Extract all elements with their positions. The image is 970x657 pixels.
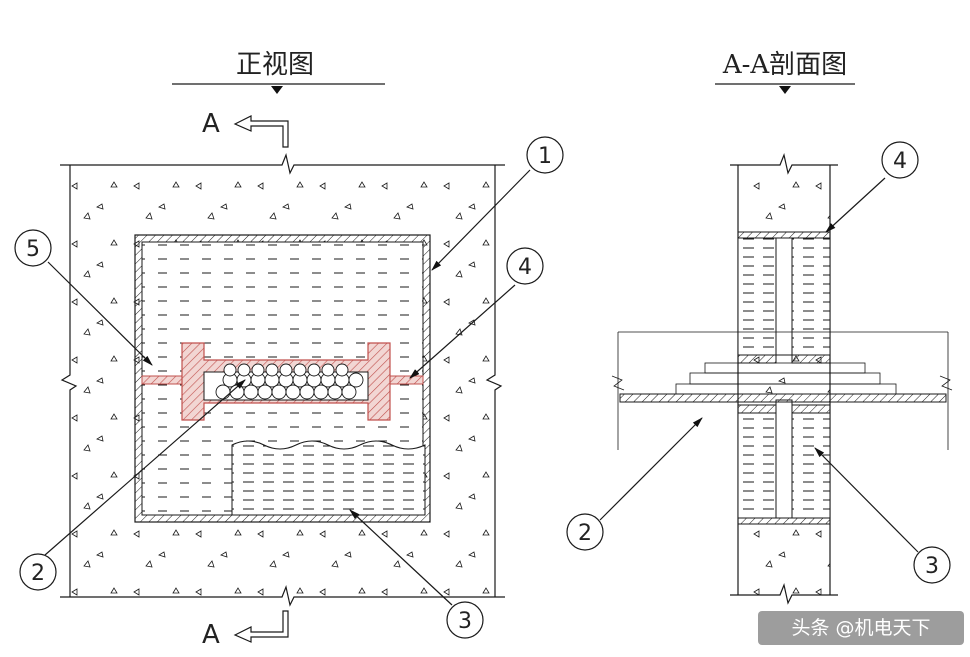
svg-text:2: 2: [578, 521, 592, 546]
section-arrow-bottom: [233, 610, 289, 643]
section-divider-upper: [775, 237, 793, 356]
svg-text:2: 2: [31, 561, 45, 586]
section-break-top: [730, 152, 838, 175]
section-divider-lower: [775, 399, 793, 519]
callout-1: 1: [526, 136, 564, 174]
dense-seal-pattern: [232, 441, 425, 515]
wall-break-bottom: [60, 584, 505, 607]
section-leader-4: [825, 177, 886, 233]
callout-2: 2: [19, 553, 57, 591]
leader-2: [44, 379, 246, 556]
cable-bundle: [215, 363, 364, 400]
section-callout-2: 2: [566, 513, 604, 551]
svg-text:3: 3: [925, 554, 939, 579]
watermark: 头条 @机电天下: [758, 611, 964, 645]
section-leader-2: [599, 417, 703, 521]
section-break-bottom: [730, 582, 838, 605]
wall-break-top: [60, 152, 505, 175]
section-title-marker: [779, 86, 791, 94]
section-arrow-top: [233, 115, 289, 148]
section-callout-4: 4: [881, 141, 919, 179]
callout-4: 4: [506, 247, 544, 285]
section-leader-3: [814, 447, 919, 553]
callout-3: 3: [446, 601, 484, 639]
svg-text:4: 4: [893, 149, 907, 174]
front-title-marker: [271, 86, 283, 94]
section-callout-3: 3: [913, 546, 951, 584]
tray-break-left: [611, 375, 625, 391]
section-cap-bottom: [737, 517, 831, 525]
leader-4: [409, 284, 516, 379]
svg-text:4: 4: [518, 255, 532, 280]
leader-1: [431, 169, 531, 271]
section-wall: [738, 165, 830, 595]
section-mark-bottom: A: [202, 620, 220, 650]
section-cap-top: [737, 231, 831, 239]
tray-outline: [618, 331, 949, 450]
wall-break-left: [60, 165, 78, 597]
section-mark-top: A: [202, 109, 220, 139]
svg-text:1: 1: [538, 144, 552, 169]
svg-text:5: 5: [26, 237, 40, 262]
leader-3: [349, 509, 453, 606]
front-view: 正视图 A A: [14, 50, 564, 650]
svg-text:3: 3: [458, 609, 472, 634]
callout-5: 5: [14, 229, 52, 267]
watermark-text: 头条 @机电天下: [791, 617, 930, 639]
section-view: A-A剖面图: [566, 50, 953, 605]
leader-5: [47, 261, 153, 366]
front-view-title: 正视图: [236, 50, 314, 80]
section-view-title: A-A剖面图: [722, 50, 847, 80]
tray-base: [619, 393, 947, 403]
tray-break-right: [939, 375, 953, 391]
wall-break-right: [485, 165, 503, 597]
